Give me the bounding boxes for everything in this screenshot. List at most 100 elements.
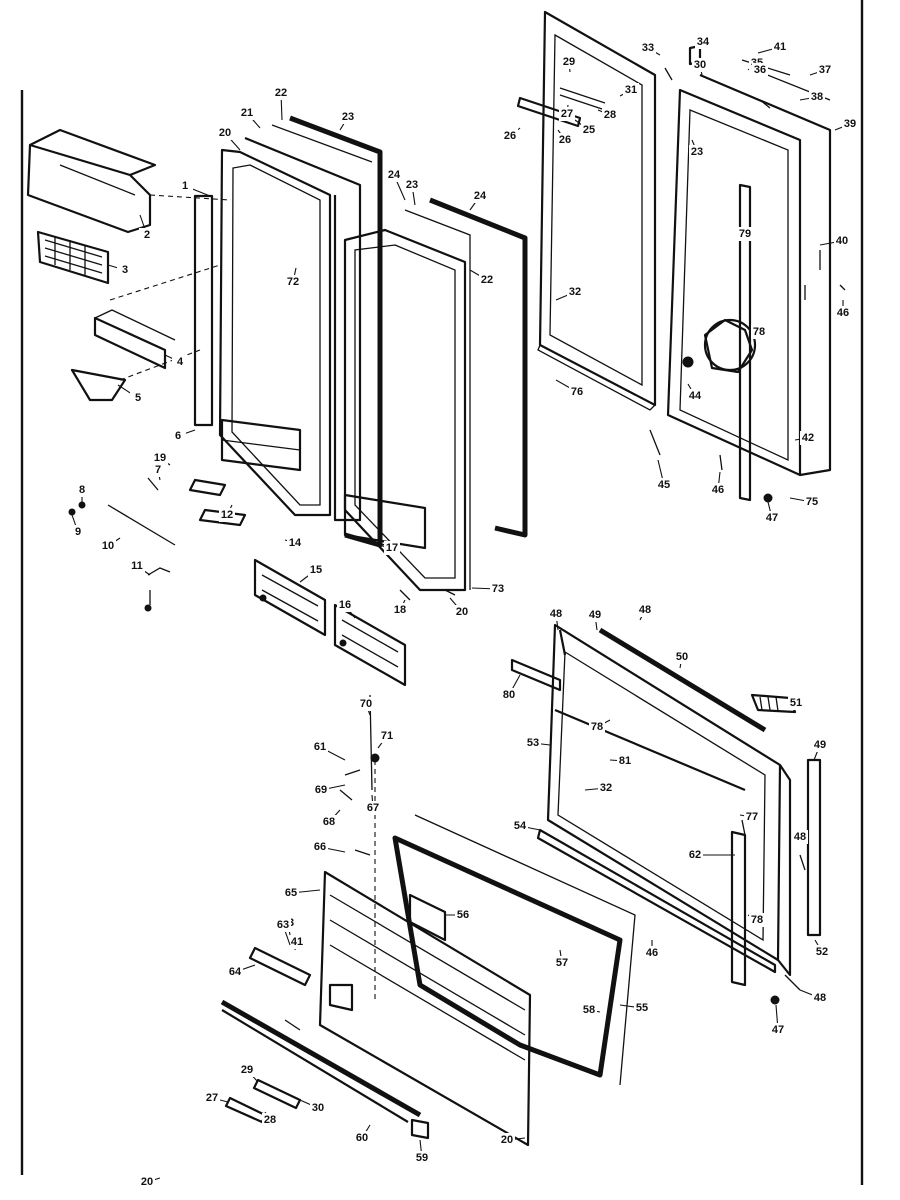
callout-20: 20: [219, 127, 231, 139]
callout-background: [788, 696, 804, 710]
callout-30: 30: [694, 59, 706, 71]
callout-51: 51: [790, 697, 802, 709]
callout-background: [548, 607, 564, 621]
callout-background: [804, 495, 820, 509]
callout-40: 40: [836, 235, 848, 247]
callout-49: 49: [814, 739, 826, 751]
callout-background: [772, 40, 788, 54]
callout-62: 62: [689, 849, 701, 861]
callout-6: 6: [175, 430, 181, 442]
callout-background: [454, 605, 470, 619]
callout-28: 28: [264, 1114, 276, 1126]
callout-42: 42: [802, 432, 814, 444]
callout-67: 67: [367, 802, 379, 814]
tray-part: [70, 368, 127, 402]
callout-61: 61: [314, 741, 326, 753]
page-frame-lines: [20, 0, 864, 1185]
callout-8: 8: [79, 484, 85, 496]
callout-background: [640, 41, 656, 55]
lower-door-gasket: [392, 814, 636, 1086]
callout-19: 19: [154, 452, 166, 464]
callout-5: 5: [135, 392, 141, 404]
callout-75: 75: [806, 496, 818, 508]
callout-background: [800, 431, 816, 445]
callout-70: 70: [360, 698, 372, 710]
callout-9: 9: [75, 526, 81, 538]
callout-20: 20: [501, 1134, 513, 1146]
callout-81: 81: [619, 755, 631, 767]
callout-background: [312, 740, 328, 754]
basket-part: [36, 230, 110, 285]
callout-68: 68: [323, 816, 335, 828]
callout-background: [710, 483, 726, 497]
callout-56: 56: [457, 909, 469, 921]
callout-24: 24: [388, 169, 401, 181]
callout-73: 73: [492, 583, 504, 595]
callout-background: [100, 539, 116, 553]
callout-41: 41: [774, 41, 786, 53]
callout-69: 69: [315, 784, 327, 796]
callout-background: [239, 1063, 255, 1077]
callout-background: [634, 1001, 650, 1015]
callout-background: [117, 263, 133, 277]
callout-background: [217, 126, 233, 140]
fresh-food-door-liner: [343, 228, 467, 592]
callout-background: [321, 815, 337, 829]
callout-27: 27: [561, 108, 573, 120]
callout-background: [139, 1175, 155, 1189]
callout-background: [561, 55, 577, 69]
freezer-door-liner: [218, 148, 332, 517]
callout-2: 2: [144, 229, 150, 241]
callout-25: 25: [583, 124, 595, 136]
callout-10: 10: [102, 540, 114, 552]
callout-17: 17: [386, 542, 398, 554]
callout-39: 39: [844, 118, 856, 130]
callout-32: 32: [600, 782, 612, 794]
callout-background: [744, 810, 760, 824]
callout-background: [490, 582, 506, 596]
callout-background: [337, 598, 353, 612]
callout-background: [569, 385, 585, 399]
callout-78: 78: [591, 721, 603, 733]
callout-48: 48: [794, 831, 806, 843]
callout-63: 63: [277, 919, 289, 931]
callout-background: [637, 603, 653, 617]
callout-57: 57: [556, 957, 568, 969]
callout-36: 36: [754, 64, 766, 76]
callout-27: 27: [206, 1092, 218, 1104]
chute-part: [93, 309, 176, 370]
callout-29: 29: [241, 1064, 253, 1076]
lower-door-handle-end: [750, 693, 797, 714]
callout-22: 22: [481, 274, 493, 286]
callout-background: [644, 946, 660, 960]
callout-26: 26: [559, 134, 571, 146]
callout-20: 20: [456, 606, 468, 618]
callout-23: 23: [691, 146, 703, 158]
callout-background: [139, 228, 155, 242]
callout-background: [817, 63, 833, 77]
callout-60: 60: [356, 1132, 368, 1144]
callout-background: [814, 945, 830, 959]
callout-background: [365, 801, 381, 815]
callout-76: 76: [571, 386, 583, 398]
callout-background: [312, 840, 328, 854]
callout-background: [835, 306, 851, 320]
callout-7: 7: [155, 464, 161, 476]
callout-78: 78: [753, 326, 765, 338]
callout-4: 4: [177, 356, 184, 368]
callout-47: 47: [766, 512, 778, 524]
callout-58: 58: [583, 1004, 595, 1016]
callout-46: 46: [646, 947, 658, 959]
callout-29: 29: [563, 56, 575, 68]
freezer-door-gasket: [271, 115, 383, 548]
callout-background: [687, 848, 703, 862]
callout-66: 66: [314, 841, 326, 853]
callout-38: 38: [811, 91, 823, 103]
callout-background: [834, 234, 850, 248]
callout-background: [525, 736, 541, 750]
callout-71: 71: [381, 730, 393, 742]
callout-background: [262, 1113, 278, 1127]
callout-77: 77: [746, 811, 758, 823]
callout-background: [502, 129, 518, 143]
